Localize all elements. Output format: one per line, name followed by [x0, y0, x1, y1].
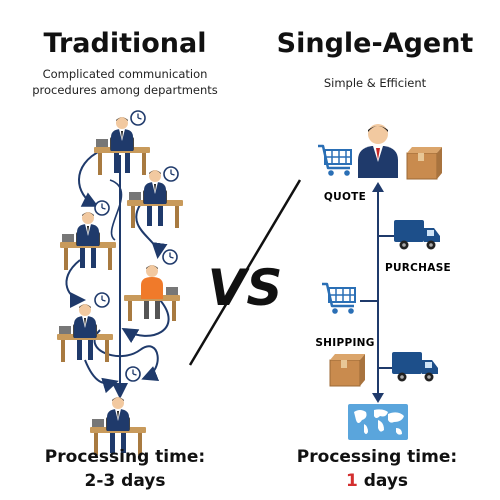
divider-slash — [188, 179, 302, 366]
clock-icon — [94, 292, 110, 308]
workflow-curve — [78, 149, 103, 207]
traditional-processing-label: Processing time: — [44, 447, 206, 467]
traditional-subtitle-line1: Complicated communication — [42, 67, 208, 81]
single-agent-subtitle: Simple & Efficient — [323, 76, 427, 90]
workflow-curve — [65, 259, 86, 308]
step-purchase-label: PURCHASE — [385, 262, 451, 274]
traditional-title: Traditional — [43, 28, 207, 59]
processing-days-number: 1 — [345, 471, 358, 491]
traditional-processing-value: 2-3 days — [84, 471, 166, 491]
arrow-down-icon — [372, 393, 384, 403]
box-icon — [329, 353, 366, 387]
vs-label: VS — [208, 259, 283, 317]
single-agent-title: Single-Agent — [276, 28, 474, 59]
clock-icon — [94, 200, 110, 216]
clock-icon — [125, 366, 141, 382]
step-shipping-label: SHIPPING — [315, 337, 374, 349]
worker-icon — [124, 265, 180, 321]
single-agent-processing-label: Processing time: — [296, 447, 458, 467]
traditional-subtitle-line2: procedures among departments — [32, 83, 218, 97]
worker-icon — [94, 117, 150, 175]
workflow-curve — [121, 299, 170, 344]
box-icon — [406, 146, 443, 180]
traditional-workflow — [57, 110, 183, 455]
single-agent-processing-value: 1 days — [262, 470, 492, 492]
arrow-up-icon — [372, 182, 384, 192]
workflow-curve — [135, 204, 168, 259]
world-map-icon — [348, 404, 408, 440]
shopping-cart-icon — [320, 282, 357, 316]
single-agent-workflow: QUOTE PURCHASE SHIPPING — [315, 124, 451, 440]
workflow-curve — [84, 359, 119, 394]
agent-icon — [358, 124, 398, 178]
truck-icon — [392, 352, 438, 382]
shopping-cart-icon — [316, 144, 353, 178]
workflow-curve — [93, 329, 160, 381]
clock-icon — [163, 166, 179, 182]
step-quote-label: QUOTE — [324, 191, 366, 203]
processing-days-unit: days — [363, 471, 409, 491]
clock-icon — [162, 249, 178, 265]
clock-icon — [130, 110, 146, 126]
traditional-subtitle: Complicated communication procedures amo… — [10, 66, 240, 98]
workflow-curve — [109, 179, 123, 241]
truck-icon — [394, 220, 440, 250]
worker-icon — [60, 212, 116, 270]
